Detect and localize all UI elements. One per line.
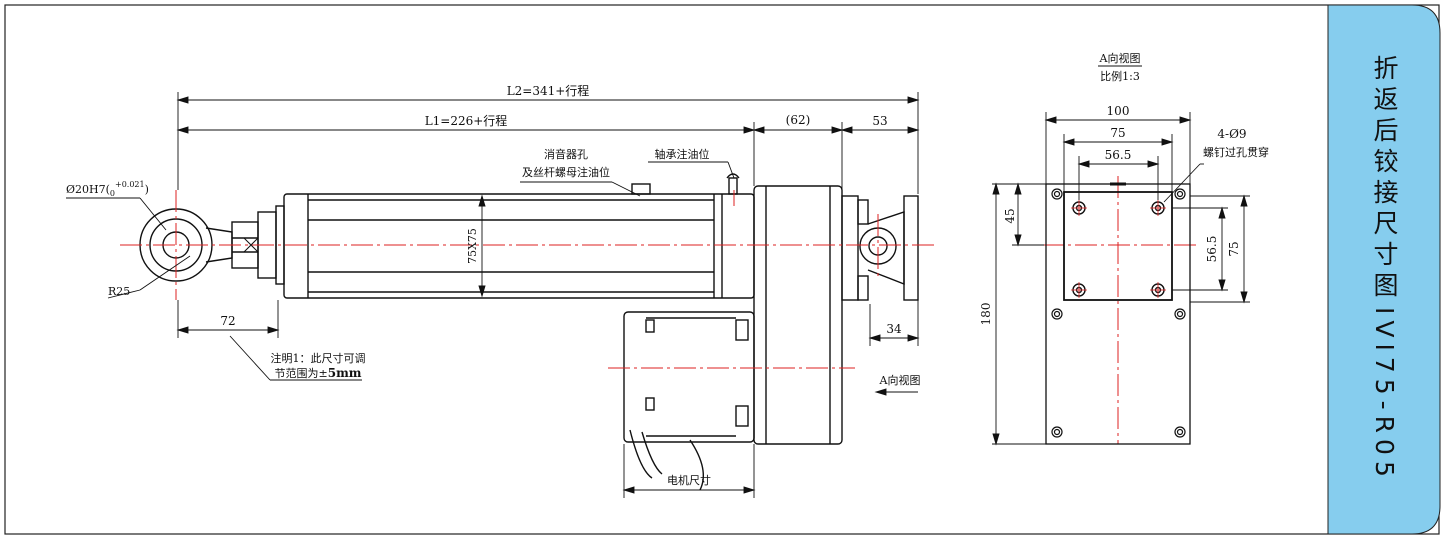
dim-72: 72 (220, 314, 235, 328)
view-a-corner-screws (1051, 188, 1186, 438)
dimensions-main (66, 92, 920, 498)
view-direction-label: A向视图 (879, 373, 921, 387)
dim-l2: L2=341+行程 (507, 83, 590, 98)
view-a-flange (1063, 191, 1173, 301)
adjust-note-line1: 注明1：此尺寸可调 (271, 351, 366, 365)
motor-cable (629, 429, 663, 479)
muffler-note-line2: 及丝杆螺母注油位 (522, 165, 610, 179)
main-view-labels: L2=341+行程 L1=226+行程 (62) 53 72 34 75X75 … (66, 83, 920, 487)
centerlines (120, 176, 1196, 444)
adjust-note-line2: 节范围为±5mm (275, 366, 362, 380)
side-tab-model: IVI75-R05 (1370, 307, 1399, 483)
muffler-note-line1: 消音器孔 (544, 147, 588, 161)
dim-62: (62) (786, 113, 811, 127)
dim-section: 75X75 (466, 228, 479, 264)
dim-56-right: 56.5 (1205, 236, 1219, 263)
dim-75-top: 75 (1110, 126, 1125, 140)
dim-75-right: 75 (1227, 241, 1241, 256)
dim-l1: L1=226+行程 (425, 113, 508, 128)
dim-56-top: 56.5 (1105, 148, 1132, 162)
dim-34: 34 (886, 322, 902, 336)
motor-size-label: 电机尺寸 (667, 473, 711, 487)
view-a-labels: A向视图 比例1:3 100 75 56.5 4-Ø9 螺钉过孔贯穿 45 18… (979, 51, 1269, 325)
side-tab: 折返后铰接尺寸图 IVI75-R05 (1328, 4, 1440, 534)
hole-diameter-label: Ø20H7(0+0.021) (66, 180, 149, 198)
dim-100: 100 (1107, 104, 1130, 118)
holes-note: 螺钉过孔贯穿 (1203, 145, 1269, 159)
dimensions-view-a (992, 65, 1250, 446)
bearing-oil-note: 轴承注油位 (655, 147, 710, 161)
actuator-side-view (139, 173, 919, 491)
side-tab-title: 折返后铰接尺寸图 (1370, 55, 1399, 304)
main-tube (283, 193, 755, 299)
radius-label: R25 (108, 285, 130, 298)
holes-count: 4-Ø9 (1217, 127, 1246, 141)
view-a-title: A向视图 (1099, 51, 1141, 65)
dim-53: 53 (872, 114, 887, 128)
rear-clevis-plate (903, 195, 919, 301)
motor-body (623, 311, 755, 443)
view-a-scale: 比例1:3 (1100, 69, 1140, 83)
side-tab-background (1327, 4, 1441, 535)
dim-45: 45 (1003, 208, 1017, 223)
view-a-hole-centerlines (1071, 200, 1166, 298)
dim-180: 180 (979, 303, 993, 326)
muffler-boss (631, 183, 651, 195)
gearbox (753, 185, 843, 445)
